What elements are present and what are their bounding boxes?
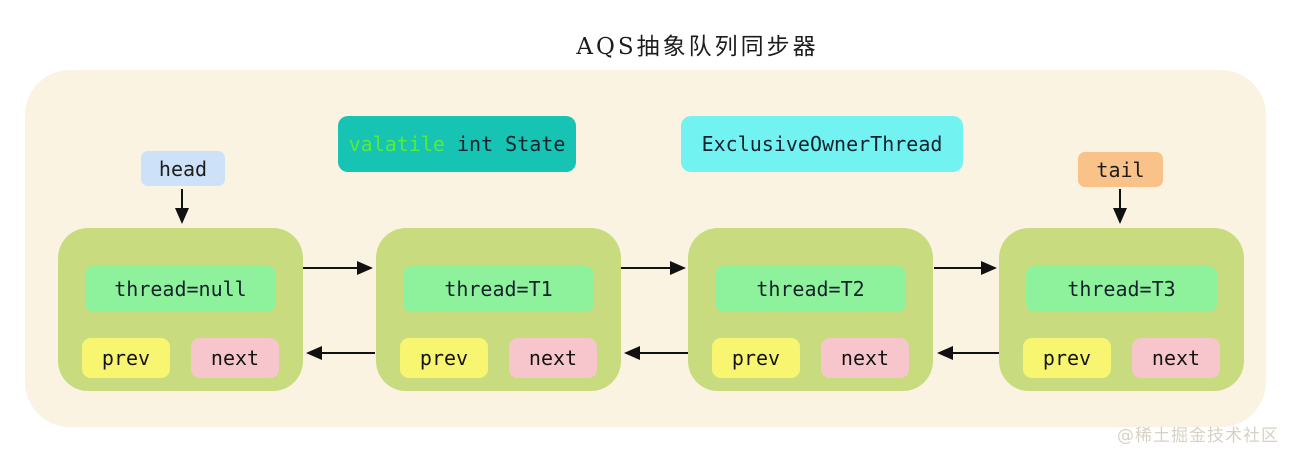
queue-node-2: thread=T1 prev next	[376, 228, 621, 391]
thread-value-box: thread=T1	[403, 266, 594, 312]
thread-value-box: thread=null	[85, 266, 276, 312]
prev-field-box: prev	[712, 338, 800, 378]
next-field-box: next	[1132, 338, 1220, 378]
next-field-box: next	[821, 338, 909, 378]
state-keyword-text: valatile	[348, 132, 445, 156]
diagram-title: AQS抽象队列同步器	[576, 34, 819, 60]
state-rest-text: int State	[444, 132, 566, 156]
prev-field-box: prev	[400, 338, 488, 378]
tail-pointer-label: tail	[1078, 152, 1163, 187]
queue-node-3: thread=T2 prev next	[688, 228, 933, 391]
head-pointer-label: head	[141, 151, 225, 186]
prev-field-box: prev	[82, 338, 170, 378]
thread-value-box: thread=T2	[715, 266, 906, 312]
queue-node-4: thread=T3 prev next	[999, 228, 1244, 391]
prev-field-box: prev	[1023, 338, 1111, 378]
volatile-state-label: valatile int State	[338, 116, 576, 172]
next-field-box: next	[191, 338, 279, 378]
watermark: @稀土掘金技术社区	[1117, 426, 1279, 446]
exclusive-owner-thread-label: ExclusiveOwnerThread	[681, 116, 963, 172]
next-field-box: next	[509, 338, 597, 378]
queue-node-1: thread=null prev next	[58, 228, 303, 391]
thread-value-box: thread=T3	[1026, 266, 1217, 312]
